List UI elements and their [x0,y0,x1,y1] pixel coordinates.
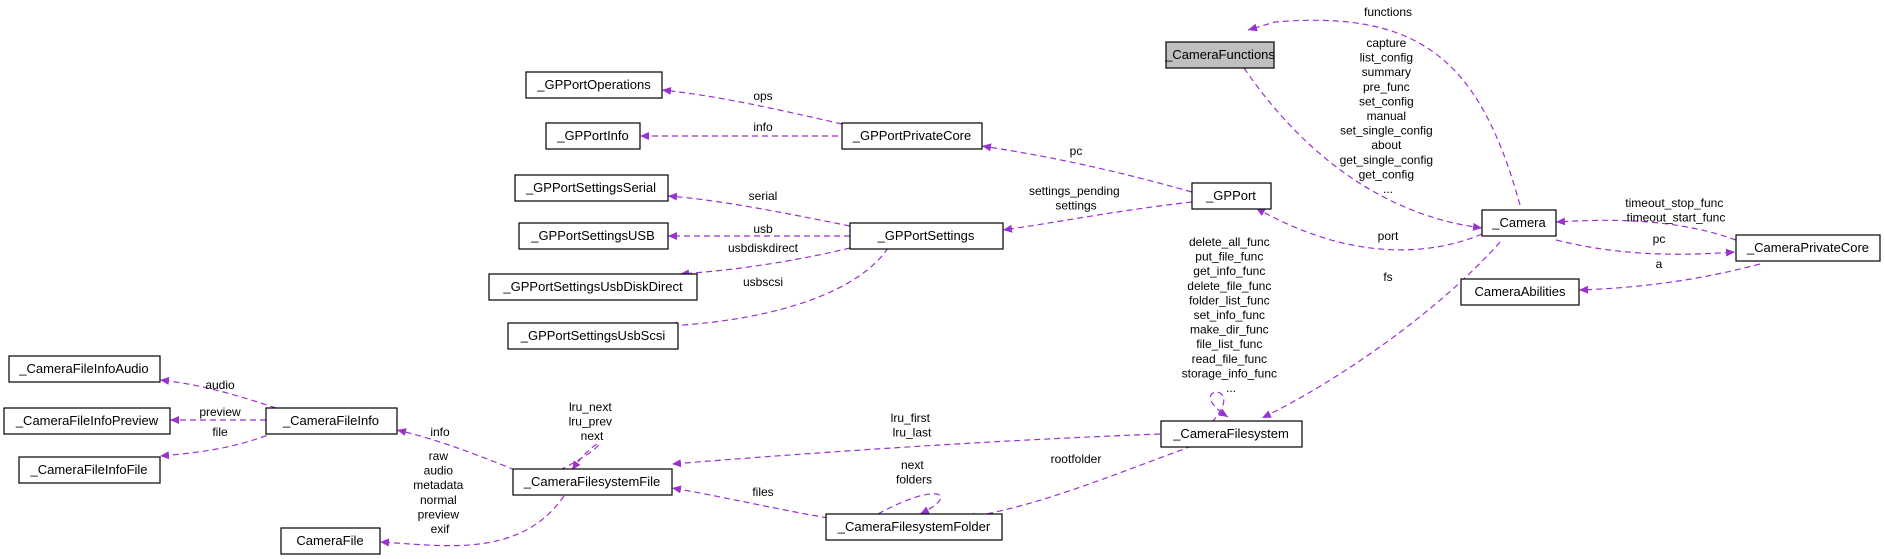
edge-label-camera-functions-members: capture list_config summary pre_func set… [1340,36,1437,196]
edge-pc-camera [1555,239,1736,257]
svg-text:_GPPortSettingsUsbDiskDirect: _GPPortSettingsUsbDiskDirect [502,279,683,294]
edge-label-lru-first: lru_first lru_last [891,411,934,440]
svg-text:_Camera: _Camera [1491,215,1546,230]
svg-text:_CameraPrivateCore: _CameraPrivateCore [1746,240,1869,255]
edge-fs [1261,241,1501,419]
node-camera-file[interactable]: CameraFile [280,527,381,555]
edge-label-pc-gpport: pc [1070,144,1083,158]
edge-settings [1002,201,1193,233]
edge-camera-functions [1247,19,1521,206]
svg-text:_GPPort: _GPPort [1205,188,1256,203]
node-camera-private-core[interactable]: _CameraPrivateCore [1735,234,1881,262]
edge-usbdiskdirect [679,247,851,278]
edge-serial [667,192,851,227]
node-camera-filesystem[interactable]: _CameraFilesystem [1160,420,1303,448]
svg-text:_CameraFilesystem: _CameraFilesystem [1172,426,1289,441]
edge-label-ops: ops [753,89,772,103]
svg-text:_CameraFilesystemFile: _CameraFilesystemFile [523,474,661,489]
node-camera[interactable]: _Camera [1481,209,1557,237]
svg-text:CameraAbilities: CameraAbilities [1474,284,1566,299]
edge-label-a: a [1656,257,1663,271]
edge-filesystem-self [1209,391,1229,423]
edge-port [1255,207,1483,251]
edge-ops [661,86,843,125]
node-camera-file-info-audio[interactable]: _CameraFileInfoAudio [8,355,161,383]
edge-lru-first [671,433,1161,468]
edge-label-filesystem-funcs: delete_all_func put_file_func get_info_f… [1182,235,1281,395]
svg-text:_CameraFileInfoPreview: _CameraFileInfoPreview [15,413,159,428]
edge-lru-self [559,443,600,471]
edge-rootfolder [965,445,1193,521]
edge-label-fs: fs [1383,270,1392,284]
svg-text:_GPPortInfo: _GPPortInfo [556,128,629,143]
edge-label-settings: settings_pending settings [1029,184,1123,213]
node-gpport-operations[interactable]: _GPPortOperations [525,71,663,99]
svg-text:_CameraFileInfo: _CameraFileInfo [282,413,379,428]
svg-text:_GPPortSettingsUSB: _GPPortSettingsUSB [530,228,655,243]
svg-text:_CameraFileInfoAudio: _CameraFileInfoAudio [18,361,148,376]
edge-a [1578,263,1761,294]
edges [159,19,1761,547]
edge-label-timeout: timeout_stop_func timeout_start_func [1625,196,1726,225]
edge-label-info-file: info [430,425,450,439]
edge-label-files: files [752,485,773,499]
node-camera-file-info-preview[interactable]: _CameraFileInfoPreview [3,407,171,435]
node-gpport[interactable]: _GPPort [1191,182,1272,210]
node-gpport-settings-usb-disk-direct[interactable]: _GPPortSettingsUsbDiskDirect [488,273,698,301]
node-camera-abilities[interactable]: CameraAbilities [1460,278,1580,306]
node-camera-file-info-file[interactable]: _CameraFileInfoFile [18,456,161,484]
svg-text:_CameraFilesystemFolder: _CameraFilesystemFolder [837,519,991,534]
edge-label-port: port [1378,229,1399,243]
svg-text:_GPPortSettingsUsbScsi: _GPPortSettingsUsbScsi [520,328,666,343]
edge-files [671,485,829,519]
edge-audio [159,376,277,409]
edge-label-camera-file-members: raw audio metadata normal preview exif [413,449,466,536]
node-camera-functions[interactable]: _CameraFunctions [1164,41,1275,69]
edge-label-lru-self: lru_next lru_prev next [569,400,616,443]
edge-timeout [1555,217,1737,241]
svg-text:_GPPortOperations: _GPPortOperations [536,77,651,92]
edge-label-usb: usb [753,222,773,236]
edge-label-audio: audio [205,378,235,392]
node-gpport-settings[interactable]: _GPPortSettings [849,222,1004,250]
edge-file [159,431,277,460]
nodes: _CameraFunctions _GPPortOperations _GPPo… [3,41,1881,555]
svg-text:_GPPortSettings: _GPPortSettings [877,228,975,243]
edge-label-file: file [212,425,228,439]
node-gpport-settings-serial[interactable]: _GPPortSettingsSerial [514,174,669,202]
edge-label-pc-camera: pc [1653,232,1666,246]
edge-label-rootfolder: rootfolder [1051,452,1102,466]
node-camera-filesystem-file[interactable]: _CameraFilesystemFile [512,468,673,496]
edge-label-serial: serial [749,189,778,203]
svg-text:CameraFile: CameraFile [296,533,363,548]
svg-text:_CameraFunctions: _CameraFunctions [1164,47,1275,62]
node-gpport-private-core[interactable]: _GPPortPrivateCore [841,122,983,150]
node-gpport-settings-usb-scsi[interactable]: _GPPortSettingsUsbScsi [507,322,679,350]
edge-label-info-gpport: info [753,120,773,134]
edge-label-preview: preview [199,405,241,419]
edge-labels: functions capture list_config summary pr… [199,5,1726,536]
svg-text:_GPPortSettingsSerial: _GPPortSettingsSerial [525,180,656,195]
edge-folder-self [877,493,942,515]
node-camera-filesystem-folder[interactable]: _CameraFilesystemFolder [825,513,1003,541]
edge-camera-file-members [379,495,565,547]
edge-info-file [396,428,516,471]
node-gpport-info[interactable]: _GPPortInfo [545,122,641,150]
svg-text:_GPPortPrivateCore: _GPPortPrivateCore [852,128,972,143]
node-gpport-settings-usb[interactable]: _GPPortSettingsUSB [518,222,669,250]
edge-label-functions: functions [1364,5,1412,19]
svg-text:_CameraFileInfoFile: _CameraFileInfoFile [29,462,147,477]
edge-usbscsi [667,247,889,330]
edge-label-usbscsi: usbscsi [743,275,783,289]
edge-label-folder-self: next folders [896,458,932,487]
edge-label-usbdiskdirect: usbdiskdirect [728,241,799,255]
node-camera-file-info[interactable]: _CameraFileInfo [265,407,398,435]
